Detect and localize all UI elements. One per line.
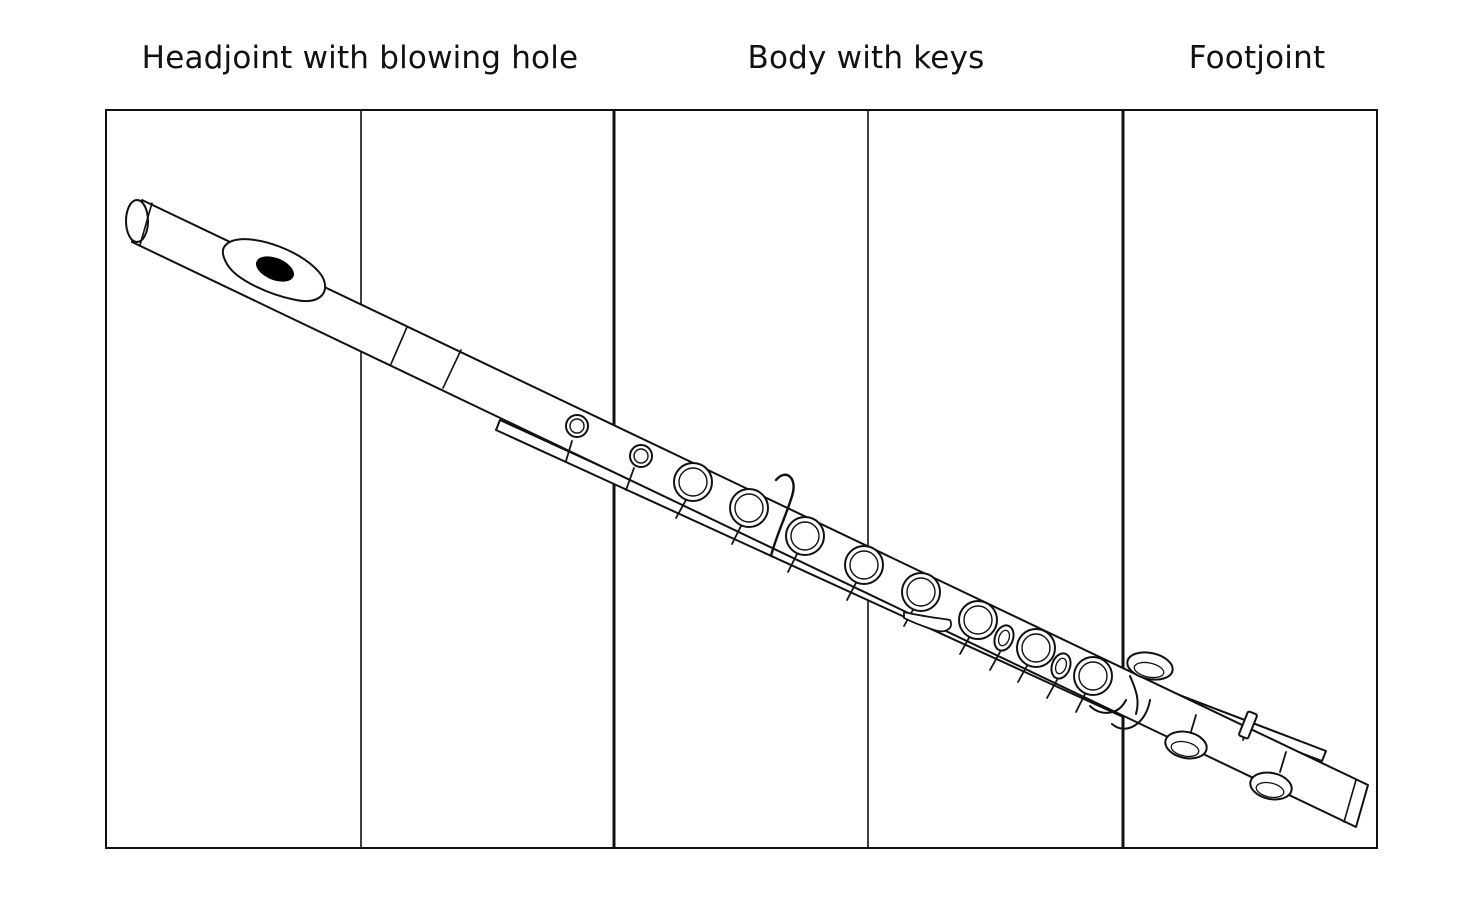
- right-hand-lever: [903, 611, 952, 633]
- outer-border: [105, 109, 1378, 849]
- body-label: Body with keys: [747, 40, 985, 76]
- trill-keys: [565, 414, 653, 468]
- crown-cap: [125, 199, 149, 243]
- main-keys: [673, 462, 1113, 696]
- crown-line: [139, 202, 153, 246]
- flute-illustration-icon: [125, 199, 1369, 828]
- foot-lever-1: [1089, 699, 1127, 714]
- foot-lever-2: [1111, 699, 1151, 730]
- foot-lever-3: [1129, 675, 1139, 715]
- foot-end-line: [1343, 779, 1357, 823]
- headjoint-label: Headjoint with blowing hole: [141, 40, 579, 76]
- oval-keys: [993, 624, 1072, 680]
- tenon-ring-1: [390, 326, 408, 365]
- thumb-lever: [769, 473, 795, 558]
- tenon-ring-2: [442, 349, 462, 389]
- footjoint-label: Footjoint: [1188, 40, 1326, 76]
- foot-keys: [1126, 651, 1293, 801]
- foot-post: [1238, 710, 1258, 740]
- embouchure-hole-icon: [256, 256, 294, 282]
